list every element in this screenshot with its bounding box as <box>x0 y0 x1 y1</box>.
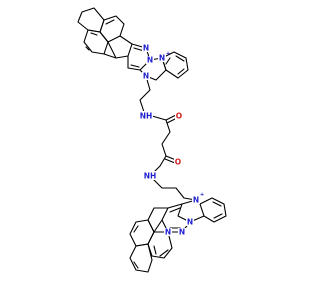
molecule-diagram: N N N + N NH O O NH N + N N <box>77 7 227 273</box>
atom-label-n-lower-2: N <box>186 218 194 227</box>
upper-fused-ring-system <box>77 7 189 81</box>
atom-label-nh-upper: NH <box>139 111 153 121</box>
svg-text:N: N <box>159 54 165 63</box>
atom-label-n-lower-3: N <box>178 228 186 237</box>
svg-text:NH: NH <box>144 172 157 181</box>
svg-text:N: N <box>179 228 185 237</box>
atom-label-n-upper-3: N + <box>158 51 171 63</box>
upper-benzo-ring <box>161 51 189 79</box>
svg-text:N: N <box>147 56 153 65</box>
atom-label-o-upper: O <box>175 112 183 121</box>
atom-label-o-lower: O <box>174 158 182 167</box>
lower-ethyl-linker <box>149 175 197 201</box>
atom-label-nh-lower: NH <box>143 171 157 181</box>
atom-label-n-lower-1: N + <box>192 192 205 205</box>
svg-text:+: + <box>166 51 171 57</box>
svg-text:N: N <box>143 44 149 53</box>
svg-text:N: N <box>193 196 199 205</box>
atom-label-n-upper-1: N <box>142 44 150 53</box>
svg-text:O: O <box>176 112 182 121</box>
svg-text:N: N <box>165 228 171 237</box>
atom-label-n-lower-4: N <box>164 228 172 237</box>
upper-naphthalene-rings <box>77 7 125 55</box>
upper-ethyl-linker <box>139 75 151 113</box>
atom-label-n-upper-2: N <box>146 56 154 65</box>
svg-text:N: N <box>143 72 149 81</box>
svg-text:NH: NH <box>140 112 153 121</box>
glutaramide-chain <box>149 114 178 177</box>
upper-five-ring <box>103 35 133 59</box>
lower-benzo-ring <box>199 197 227 223</box>
svg-text:O: O <box>175 158 181 167</box>
atom-label-n-upper-4: N <box>142 72 150 81</box>
svg-text:+: + <box>200 192 205 198</box>
svg-text:N: N <box>187 218 193 227</box>
molecule-structure: N N N + N NH O O NH N + N N <box>77 7 227 273</box>
